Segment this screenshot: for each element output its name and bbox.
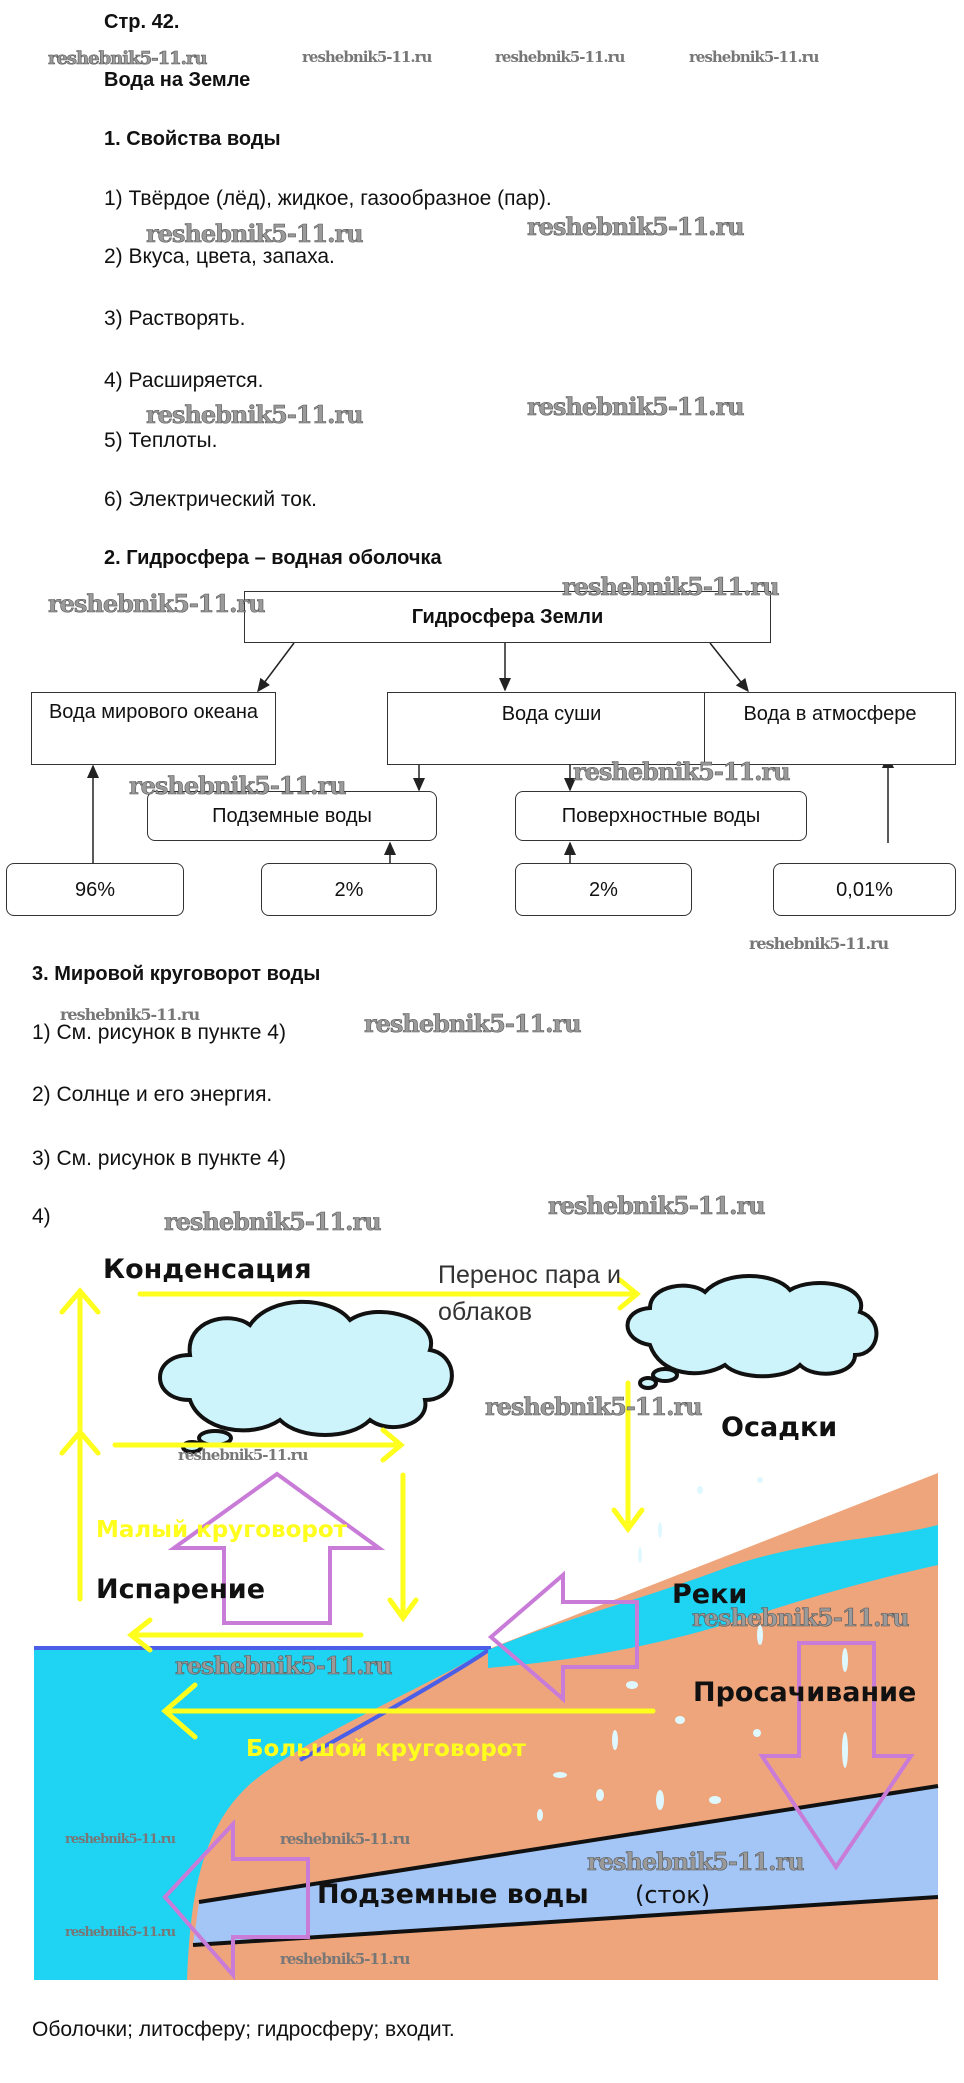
property-item: 3) Растворять. bbox=[104, 307, 246, 330]
cycle-item: 2) Солнце и его энергия. bbox=[32, 1083, 273, 1106]
hydrosphere-arrows bbox=[87, 642, 894, 863]
percent-atmosphere: 0,01% bbox=[773, 863, 956, 916]
section3-heading: 3. Мировой круговорот воды bbox=[32, 963, 321, 985]
property-item: 4) Расширяется. bbox=[104, 369, 264, 392]
seepage-arrow-icon bbox=[758, 1641, 915, 1871]
watermark: reshebnik5-11.ru bbox=[146, 400, 364, 429]
watermark: reshebnik5-11.ru bbox=[164, 1207, 382, 1236]
watermark: reshebnik5-11.ru bbox=[302, 48, 432, 66]
shoreline bbox=[299, 1646, 493, 1762]
box-hydrosphere: Гидросфера Земли bbox=[244, 591, 771, 643]
label-groundwater: Подземные воды bbox=[317, 1879, 589, 1910]
cycle-item: 1) См. рисунок в пункте 4) bbox=[32, 1021, 286, 1044]
property-item: 6) Электрический ток. bbox=[104, 488, 317, 511]
box-ocean-water: Вода мирового океана bbox=[31, 692, 276, 765]
arrow-root-ocean bbox=[257, 642, 295, 693]
watermark: reshebnik5-11.ru bbox=[587, 1847, 805, 1876]
watermark: reshebnik5-11.ru bbox=[495, 48, 625, 66]
seepage-drops bbox=[537, 1477, 848, 1821]
watermark: reshebnik5-11.ru bbox=[485, 1392, 703, 1421]
box-atmosphere-water: Вода в атмосфере bbox=[704, 692, 956, 765]
watermark: reshebnik5-11.ru bbox=[65, 1832, 176, 1847]
watermark: reshebnik5-11.ru bbox=[527, 212, 745, 241]
watermark: reshebnik5-11.ru bbox=[65, 1925, 176, 1940]
yellow-cycle-arrows bbox=[59, 1277, 656, 1740]
percent-ocean: 96% bbox=[6, 863, 184, 916]
watermark: reshebnik5-11.ru bbox=[280, 1950, 410, 1968]
watermark: reshebnik5-11.ru bbox=[178, 1446, 308, 1464]
label-transfer-2: облаков bbox=[438, 1298, 532, 1326]
watermark: reshebnik5-11.ru bbox=[60, 1005, 200, 1024]
label-transfer-1: Перенос пара и bbox=[438, 1261, 621, 1289]
watermark: reshebnik5-11.ru bbox=[48, 48, 208, 69]
watermark: reshebnik5-11.ru bbox=[175, 1651, 393, 1680]
label-seepage: Просачивание bbox=[693, 1677, 916, 1708]
label-big-cycle: Большой круговорот bbox=[246, 1736, 527, 1762]
river-flow-arrow-icon bbox=[487, 1570, 639, 1704]
aquifer-bottom-line bbox=[192, 1895, 939, 1947]
groundwater-flow-arrow-icon bbox=[162, 1818, 310, 1981]
cycle-item: 4) bbox=[32, 1205, 51, 1228]
label-evaporation: Испарение bbox=[96, 1574, 265, 1605]
box-surface-water: Поверхностные воды bbox=[515, 791, 807, 841]
cloud-right bbox=[625, 1274, 879, 1390]
arrow-root-atmosphere bbox=[709, 642, 749, 693]
water-cycle-figure: Конденсация Перенос пара и облаков Осадк… bbox=[34, 1254, 939, 1981]
page-title: Вода на Земле bbox=[104, 69, 251, 91]
watermark: reshebnik5-11.ru bbox=[692, 1603, 910, 1632]
section2-heading: 2. Гидросфера – водная оболочка bbox=[104, 547, 442, 569]
watermark: reshebnik5-11.ru bbox=[129, 771, 347, 800]
percent-underground: 2% bbox=[261, 863, 437, 916]
watermark: reshebnik5-11.ru bbox=[364, 1009, 582, 1038]
watermark: reshebnik5-11.ru bbox=[689, 48, 819, 66]
property-item: 5) Теплоты. bbox=[104, 429, 218, 452]
ocean bbox=[34, 1648, 491, 1980]
watermark: reshebnik5-11.ru bbox=[548, 1191, 766, 1220]
groundwater-layer bbox=[193, 1786, 938, 1945]
watermark: reshebnik5-11.ru bbox=[48, 589, 266, 618]
property-item: 1) Твёрдое (лёд), жидкое, газообразное (… bbox=[104, 187, 552, 210]
watermark: reshebnik5-11.ru bbox=[749, 934, 889, 953]
watermark: reshebnik5-11.ru bbox=[280, 1830, 410, 1848]
section1-heading: 1. Свойства воды bbox=[104, 128, 281, 150]
watermark: reshebnik5-11.ru bbox=[573, 757, 791, 786]
cloud-left bbox=[158, 1299, 454, 1454]
percent-surface: 2% bbox=[515, 863, 692, 916]
label-precipitation: Осадки bbox=[721, 1412, 837, 1443]
page-label: Стр. 42. bbox=[104, 11, 180, 33]
label-condensation: Конденсация bbox=[103, 1254, 312, 1285]
property-item: 2) Вкуса, цвета, запаха. bbox=[104, 245, 335, 268]
watermark: reshebnik5-11.ru bbox=[146, 219, 364, 248]
river bbox=[488, 1525, 938, 1668]
label-runoff: (сток) bbox=[635, 1881, 710, 1909]
label-rivers: Реки bbox=[672, 1579, 747, 1610]
box-land-water: Вода суши bbox=[387, 692, 716, 765]
footer-answer: Оболочки; литосферу; гидросферу; входит. bbox=[32, 2018, 455, 2041]
purple-flow-arrows bbox=[162, 1471, 915, 1981]
box-underground-water: Подземные воды bbox=[147, 791, 437, 841]
evaporation-arrow-icon bbox=[167, 1471, 386, 1625]
watermark: reshebnik5-11.ru bbox=[562, 572, 780, 601]
cycle-item: 3) См. рисунок в пункте 4) bbox=[32, 1147, 286, 1170]
aquifer-top-line bbox=[198, 1784, 939, 1904]
watermark: reshebnik5-11.ru bbox=[527, 392, 745, 421]
label-small-cycle: Малый круговорот bbox=[96, 1517, 348, 1543]
